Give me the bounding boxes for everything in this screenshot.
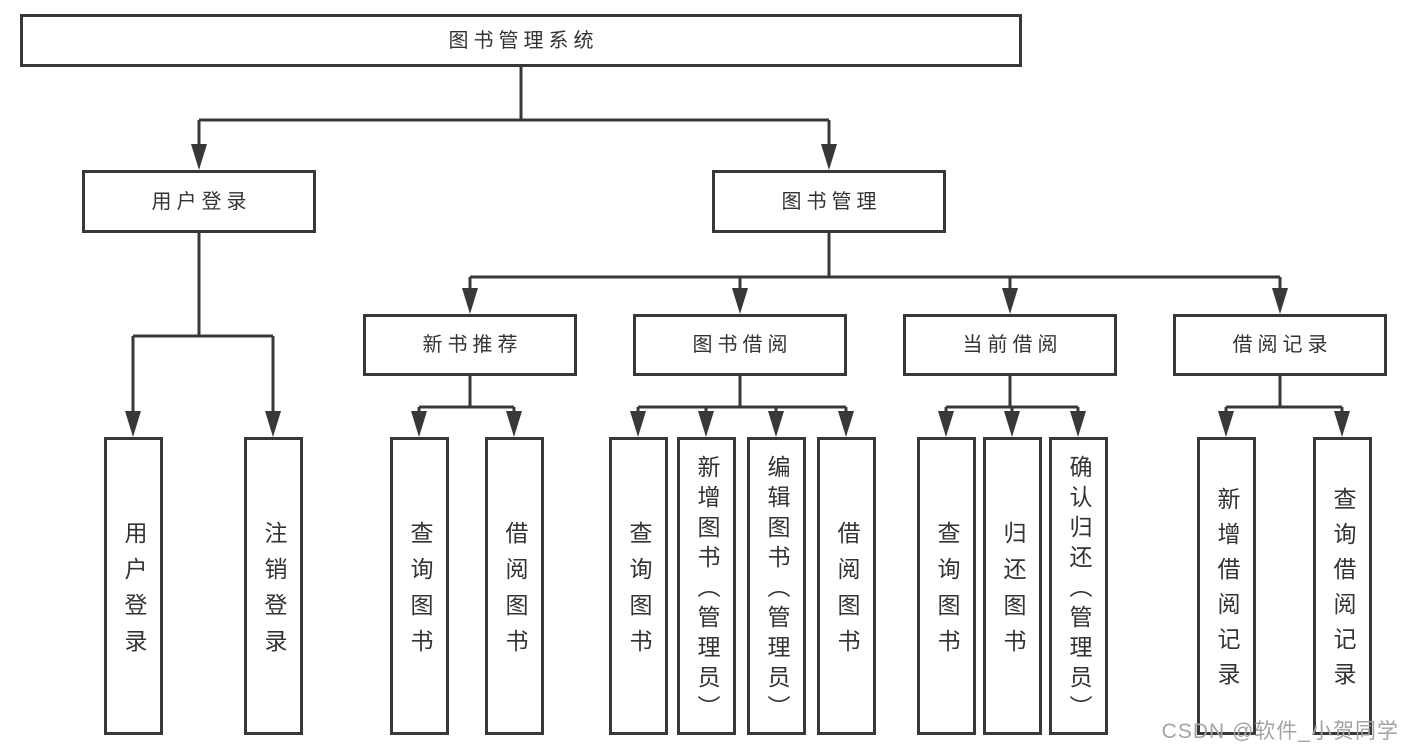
node-query-books-recommend: 查询图书 <box>390 437 449 735</box>
arrowhead-icon <box>462 288 478 314</box>
node-library-management-system: 图书管理系统 <box>20 14 1022 67</box>
node-add-borrow-record: 新增借阅记录 <box>1197 437 1256 735</box>
node-confirm-return-admin: 确认归还（管理员） <box>1049 437 1108 735</box>
node-query-borrow-record: 查询借阅记录 <box>1313 437 1372 735</box>
arrowhead-icon <box>732 288 748 314</box>
watermark: CSDN @软件_小贺同学 <box>1161 720 1399 743</box>
node-current-borrowing: 当前借阅 <box>903 314 1117 376</box>
arrowhead-icon <box>698 411 714 437</box>
arrowhead-icon <box>265 411 281 437</box>
node-query-books-borrowing: 查询图书 <box>609 437 668 735</box>
node-user-login-leaf: 用户登录 <box>104 437 163 735</box>
node-book-borrowing: 图书借阅 <box>633 314 847 376</box>
node-edit-books-admin: 编辑图书（管理员） <box>747 437 806 735</box>
arrowhead-icon <box>125 411 141 437</box>
arrowhead-icon <box>1002 288 1018 314</box>
node-logout: 注销登录 <box>244 437 303 735</box>
node-borrow-books-recommend: 借阅图书 <box>485 437 544 735</box>
node-return-books: 归还图书 <box>983 437 1042 735</box>
node-book-management: 图书管理 <box>712 170 946 233</box>
arrowhead-icon <box>1004 411 1020 437</box>
arrowhead-icon <box>1070 411 1086 437</box>
node-borrow-books: 借阅图书 <box>817 437 876 735</box>
arrowhead-icon <box>768 411 784 437</box>
node-new-book-recommendation: 新书推荐 <box>363 314 577 376</box>
arrowhead-icon <box>506 411 522 437</box>
node-add-books-admin: 新增图书（管理员） <box>677 437 736 735</box>
arrowhead-icon <box>838 411 854 437</box>
arrowhead-icon <box>1272 288 1288 314</box>
arrowhead-icon <box>191 144 207 170</box>
arrowhead-icon <box>821 144 837 170</box>
arrowhead-icon <box>630 411 646 437</box>
arrowhead-icon <box>411 411 427 437</box>
arrowhead-icon <box>1334 411 1350 437</box>
arrowhead-icon <box>1218 411 1234 437</box>
node-user-login: 用户登录 <box>82 170 316 233</box>
arrowhead-icon <box>938 411 954 437</box>
node-query-books-current: 查询图书 <box>917 437 976 735</box>
node-borrowing-records: 借阅记录 <box>1173 314 1387 376</box>
